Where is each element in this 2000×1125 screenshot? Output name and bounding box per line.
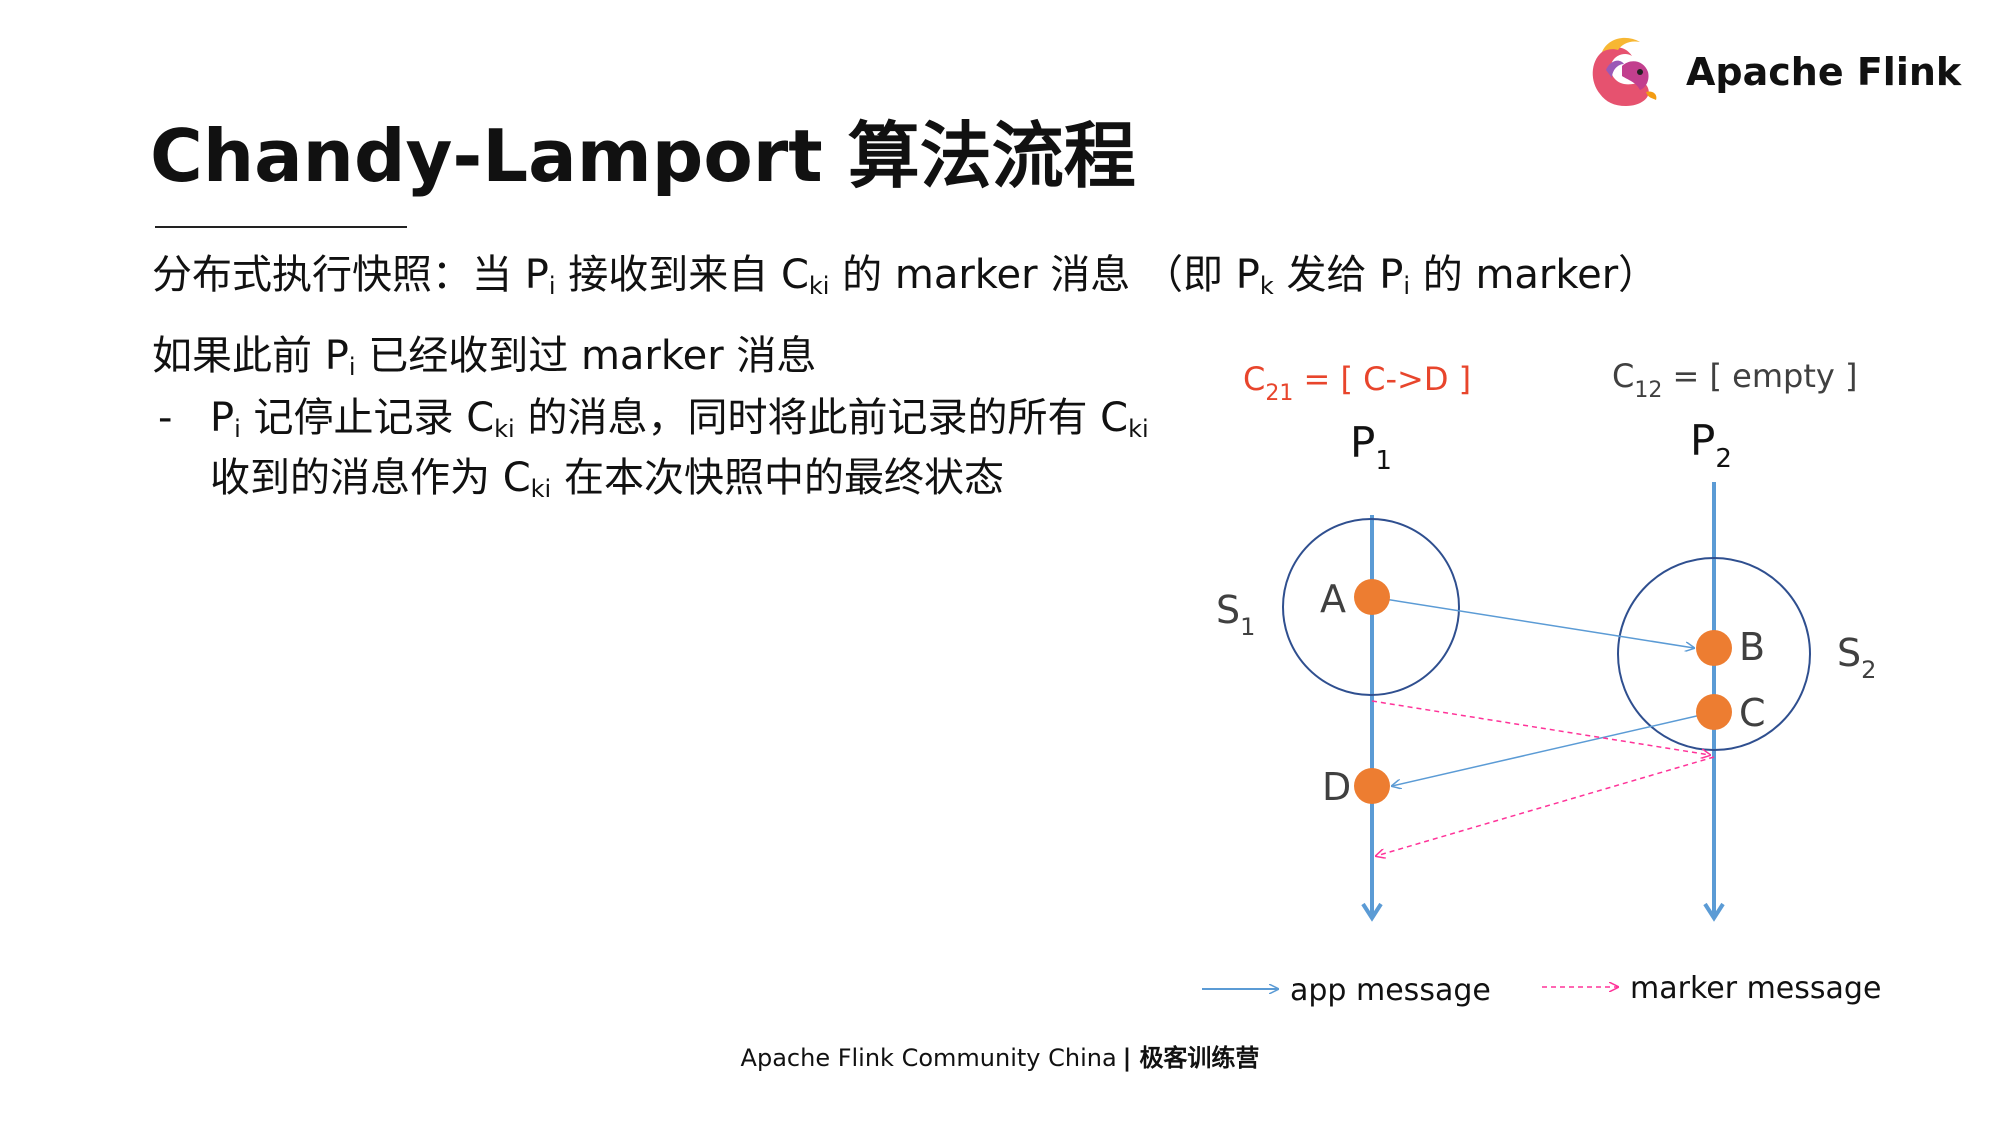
s2-sub: 2 bbox=[1861, 656, 1876, 684]
condition-line: 如果此前 Pi 已经收到过 marker 消息 bbox=[152, 328, 816, 384]
event-d-dot bbox=[1354, 768, 1390, 804]
app-message-c-to-d bbox=[1392, 711, 1715, 786]
event-a-dot bbox=[1354, 579, 1390, 615]
event-b-label: B bbox=[1739, 625, 1765, 669]
event-c-dot bbox=[1696, 694, 1732, 730]
c21-value: = [ C->D ] bbox=[1293, 360, 1471, 398]
line2-sub-a: i bbox=[348, 353, 356, 381]
slide-title: Chandy-Lamport 算法流程 bbox=[150, 114, 1136, 198]
c12-sub: 12 bbox=[1634, 378, 1662, 403]
s2-letter: S bbox=[1837, 631, 1861, 675]
process-p2-label: P2 bbox=[1690, 416, 1732, 474]
s1-letter: S bbox=[1216, 588, 1240, 632]
legend-marker-label: marker message bbox=[1630, 971, 1881, 1006]
channel-c21-label: C21 = [ C->D ] bbox=[1243, 360, 1471, 406]
p1-timeline-arrowhead bbox=[1361, 902, 1383, 922]
line1-part-e: 的 marker） bbox=[1410, 252, 1659, 298]
snapshot-s1-circle bbox=[1282, 518, 1460, 696]
snapshot-s1-label: S1 bbox=[1216, 588, 1255, 641]
flink-squirrel-icon bbox=[1592, 37, 1657, 106]
event-a-label: A bbox=[1320, 577, 1346, 621]
footer-camp: 极客训练营 bbox=[1139, 1044, 1260, 1072]
p1-sub: 1 bbox=[1375, 446, 1392, 476]
line1-part-d: 发给 P bbox=[1273, 252, 1404, 298]
footer-separator: | bbox=[1122, 1044, 1132, 1072]
line2-part-a: 如果此前 P bbox=[152, 333, 349, 379]
c21-letter: C bbox=[1243, 360, 1265, 398]
line4-part-b: 在本次快照中的最终状态 bbox=[551, 455, 1004, 501]
line4-sub-a: ki bbox=[530, 475, 552, 503]
title-underline bbox=[155, 226, 407, 228]
line1-part-a: 分布式执行快照：当 P bbox=[152, 252, 549, 298]
line3-sub-c: ki bbox=[1128, 415, 1149, 443]
footer: Apache Flink Community China|极客训练营 bbox=[0, 1038, 2000, 1073]
channel-c12-label: C12 = [ empty ] bbox=[1612, 357, 1857, 403]
line3-sub-a: i bbox=[234, 415, 241, 443]
line4-part-a: 收到的消息作为 C bbox=[210, 455, 531, 501]
s1-sub: 1 bbox=[1240, 613, 1255, 641]
line3-part-a: P bbox=[210, 395, 235, 441]
line3-part-b: 记停止记录 C bbox=[240, 395, 495, 441]
event-d-label: D bbox=[1322, 765, 1351, 809]
brand: Apache Flink bbox=[1582, 22, 1961, 122]
footer-community: Apache Flink Community China bbox=[740, 1044, 1117, 1072]
c21-sub: 21 bbox=[1265, 381, 1293, 406]
app-message-a-to-b bbox=[1371, 596, 1694, 648]
p2-timeline-arrowhead bbox=[1703, 902, 1725, 922]
line3-part-c: 的消息，同时将此前记录的所有 C bbox=[514, 395, 1129, 441]
line1-sub-a: i bbox=[548, 272, 556, 300]
p2-sub: 2 bbox=[1715, 444, 1732, 474]
line1-sub-d: i bbox=[1403, 272, 1411, 300]
bullet-line-2: 收到的消息作为 Cki 在本次快照中的最终状态 bbox=[210, 450, 1004, 506]
c12-value: = [ empty ] bbox=[1662, 357, 1857, 395]
event-b-dot bbox=[1696, 630, 1732, 666]
bullet-line-1: Pi 记停止记录 Cki 的消息，同时将此前记录的所有 Cki bbox=[210, 390, 1149, 446]
line1-sub-b: ki bbox=[808, 272, 830, 300]
marker-message-p1-to-p2 bbox=[1371, 700, 1710, 755]
process-p1-label: P1 bbox=[1350, 418, 1392, 476]
marker-message-p2-to-p1 bbox=[1376, 756, 1715, 856]
p2-letter: P bbox=[1690, 416, 1715, 465]
line1-sub-c: k bbox=[1259, 272, 1274, 300]
c12-letter: C bbox=[1612, 357, 1634, 395]
legend-app-label: app message bbox=[1290, 973, 1491, 1008]
brand-name: Apache Flink bbox=[1686, 50, 1962, 94]
snapshot-rule-line: 分布式执行快照：当 Pi 接收到来自 Cki 的 marker 消息 （即 Pk… bbox=[152, 247, 1658, 303]
line3-sub-b: ki bbox=[494, 415, 515, 443]
event-c-label: C bbox=[1739, 691, 1766, 735]
line1-part-c: 的 marker 消息 （即 P bbox=[829, 252, 1260, 298]
snapshot-s2-label: S2 bbox=[1837, 631, 1876, 684]
p1-letter: P bbox=[1350, 418, 1375, 467]
bullet-dash: - bbox=[158, 395, 173, 441]
snapshot-s2-circle bbox=[1617, 557, 1811, 751]
line1-part-b: 接收到来自 C bbox=[555, 252, 809, 298]
line2-part-b: 已经收到过 marker 消息 bbox=[355, 333, 817, 379]
